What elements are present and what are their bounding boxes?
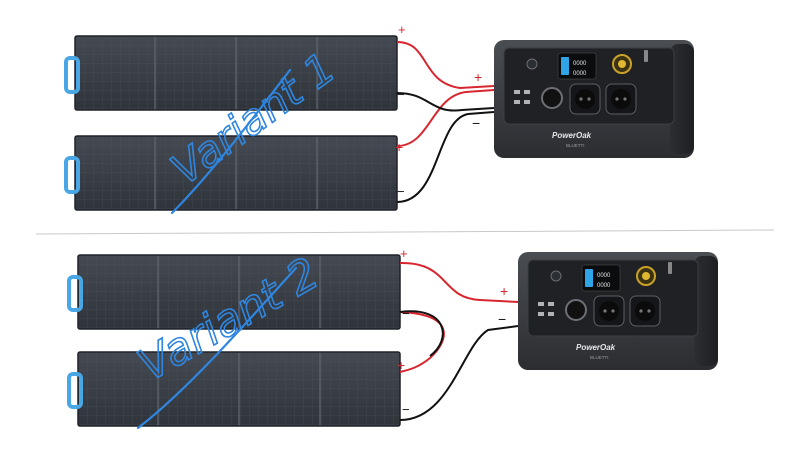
variant-1-brand-label: PowerOak	[552, 131, 592, 140]
variant-2-panel-bottom-minus: −	[402, 402, 410, 417]
variant-1-panel-top-minus: −	[397, 87, 405, 102]
variant-2-panel-top	[67, 254, 401, 330]
variant-2-display-top: 0000	[597, 273, 611, 279]
variant-2-group: + − + − + − 0000 0000 PowerOak BLUETTI V…	[67, 246, 719, 430]
variant-2-brand-label: PowerOak	[576, 343, 616, 352]
variant-1-panel-top	[64, 35, 398, 111]
variant-1-power-station: 0000 0000 PowerOak BLUETTI	[493, 39, 695, 159]
variant-1-model-label: BLUETTI	[566, 143, 585, 148]
variant-2-positive-wire	[399, 261, 519, 303]
variant-1-display-bottom: 0000	[573, 71, 587, 77]
variant-1-positive-wire-top	[396, 41, 495, 90]
panel-handle-icon	[64, 56, 80, 94]
separator-line	[35, 229, 775, 235]
variant-2-panel-bottom	[67, 351, 401, 427]
variant-2-underline	[136, 266, 298, 430]
variant-2-panel-top-minus: −	[402, 306, 410, 321]
variant-2-panel-bottom-plus: +	[397, 357, 405, 373]
variant-1-panel-bottom-plus: +	[395, 139, 403, 155]
variant-1-panel-bottom-minus: −	[397, 184, 405, 199]
variant-1-group: + − + − + − 0000 0000 PowerOak BLUETTI V…	[64, 22, 695, 215]
variant-2-series-link-red	[399, 311, 445, 373]
variant-1-underline	[170, 68, 292, 215]
variant-2-display-bottom: 0000	[597, 283, 611, 289]
variant-2-station-minus: −	[498, 311, 506, 327]
variant-1-positive-wire-bottom	[396, 89, 495, 147]
variant-1-display-top: 0000	[573, 61, 587, 67]
variant-2-series-link-black	[399, 310, 444, 357]
variant-1-panel-bottom	[64, 135, 398, 211]
variant-1-panel-top-plus: +	[398, 22, 406, 37]
panel-handle-icon	[67, 275, 83, 312]
variant-1-negative-wire-bottom	[396, 111, 495, 203]
variant-2-negative-wire	[399, 325, 519, 421]
variant-2-panel-top-plus: +	[400, 246, 408, 261]
panel-handle-icon	[64, 156, 80, 194]
variant-1-station-minus: −	[472, 115, 480, 131]
variant-1-station-plus: +	[474, 69, 482, 85]
variant-2-power-station: 0000 0000 PowerOak BLUETTI	[517, 251, 719, 371]
variant-1-negative-wire-top	[396, 92, 495, 112]
variant-2-station-plus: +	[500, 283, 508, 299]
panel-handle-icon	[67, 372, 83, 409]
variant-2-model-label: BLUETTI	[590, 355, 609, 360]
